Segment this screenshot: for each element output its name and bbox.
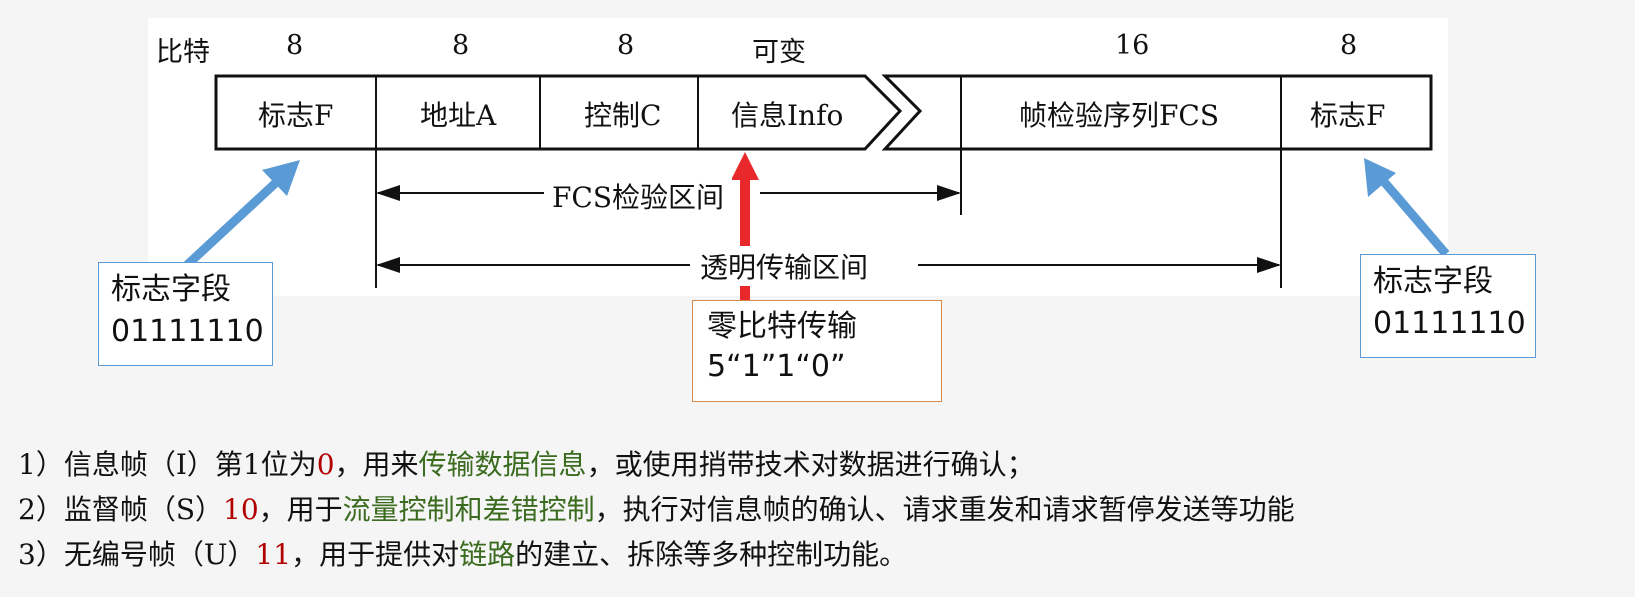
bit-width-fcs: 16 xyxy=(1115,30,1150,61)
right-flag-arrow xyxy=(1364,158,1450,257)
field-address: 地址A xyxy=(420,99,497,132)
transparent-range-label: 透明传输区间 xyxy=(692,246,877,286)
zero-bit-callout-title: 零比特传输 xyxy=(707,309,857,344)
right-flag-callout-title: 标志字段 xyxy=(1373,264,1493,299)
right-flag-callout-value: 01111110 xyxy=(1373,306,1526,341)
note-highlight: 传输数据信息 xyxy=(418,448,587,481)
frame-outline-left xyxy=(214,74,903,151)
bit-width-flag: 8 xyxy=(286,30,304,61)
fcs-range-label: FCS检验区间 xyxy=(544,176,733,216)
note-text: 的建立、拆除等多种控制功能。 xyxy=(515,538,908,571)
note-text: ，用来 xyxy=(334,448,419,481)
zero-bit-callout: 零比特传输 5“1”1“0” xyxy=(692,300,942,402)
left-flag-callout-value: 01111110 xyxy=(111,314,264,349)
note-text: ，用于 xyxy=(258,493,343,526)
note-text: ，或使用捎带技术对数据进行确认； xyxy=(586,448,1035,481)
left-flag-arrow xyxy=(182,160,300,270)
field-flag-end: 标志F xyxy=(1310,99,1386,132)
note-code: 10 xyxy=(223,493,259,526)
bit-label: 比特 xyxy=(156,37,210,68)
left-flag-callout: 标志字段 01111110 xyxy=(98,262,273,366)
note-text: ，执行对信息帧的确认、请求重发和请求暂停发送等功能 xyxy=(594,493,1295,526)
note-code: 11 xyxy=(255,538,292,571)
note-text: 3）无编号帧（U） xyxy=(18,538,256,571)
frame-outline-right xyxy=(881,74,1433,151)
note-code: 0 xyxy=(316,448,335,481)
field-info: 信息Info xyxy=(731,99,844,132)
note-info-frame: 1）信息帧（I）第1位为0，用来传输数据信息，或使用捎带技术对数据进行确认； xyxy=(18,442,1295,487)
field-fcs: 帧检验序列FCS xyxy=(1019,99,1220,132)
right-flag-callout: 标志字段 01111110 xyxy=(1360,254,1536,358)
field-flag-start: 标志F xyxy=(258,99,334,132)
bit-width-address: 8 xyxy=(452,30,470,61)
note-text: 2）监督帧（S） xyxy=(18,493,223,526)
note-highlight: 链路 xyxy=(459,538,516,571)
bit-width-flag-end: 8 xyxy=(1340,30,1358,61)
note-text: ，用于提供对 xyxy=(291,538,460,571)
note-text: 1）信息帧（I）第1位为 xyxy=(18,448,317,481)
note-unnumbered-frame: 3）无编号帧（U）11，用于提供对链路的建立、拆除等多种控制功能。 xyxy=(18,532,1295,577)
bit-width-info: 可变 xyxy=(752,37,806,68)
note-highlight: 流量控制和差错控制 xyxy=(342,493,595,526)
left-flag-callout-title: 标志字段 xyxy=(111,272,231,307)
field-dividers xyxy=(375,76,1282,288)
note-supervisory-frame: 2）监督帧（S）10，用于流量控制和差错控制，执行对信息帧的确认、请求重发和请求… xyxy=(18,487,1295,532)
bit-width-control: 8 xyxy=(617,30,635,61)
zero-bit-callout-rule: 5“1”1“0” xyxy=(707,349,846,384)
frame-type-notes: 1）信息帧（I）第1位为0，用来传输数据信息，或使用捎带技术对数据进行确认； 2… xyxy=(18,442,1295,577)
field-control: 控制C xyxy=(584,99,662,132)
